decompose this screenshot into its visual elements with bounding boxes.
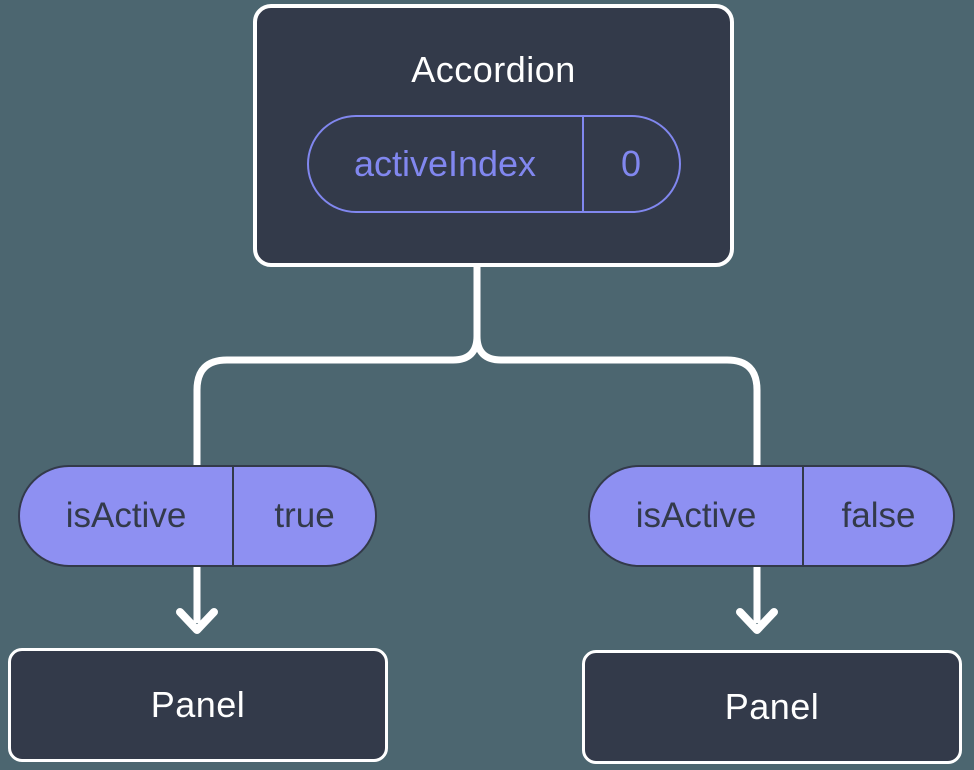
prop-pill-value: false [802, 467, 953, 565]
panel-node-left: Panel [8, 648, 388, 762]
arrow-down-icon-right [736, 608, 778, 634]
accordion-node: Accordion activeIndex 0 [253, 4, 734, 267]
fork-connector-left [193, 265, 481, 470]
arrow-down-icon-left [176, 608, 218, 634]
prop-pill-isactive-true: isActive true [18, 465, 377, 567]
panel-node-title: Panel [724, 686, 820, 727]
prop-pill-name: isActive [635, 496, 757, 535]
panel-node-title: Panel [150, 684, 246, 725]
state-pill-name: activeIndex [353, 143, 537, 184]
accordion-node-title: Accordion [411, 49, 576, 90]
panel-node-right: Panel [582, 650, 962, 764]
state-pill-activeindex: activeIndex 0 [306, 115, 681, 213]
fork-connector-right [473, 265, 761, 470]
prop-pill-name: isActive [65, 496, 187, 535]
state-pill-value: 0 [581, 117, 679, 211]
prop-pill-isactive-false: isActive false [588, 465, 955, 567]
prop-pill-value: true [232, 467, 375, 565]
